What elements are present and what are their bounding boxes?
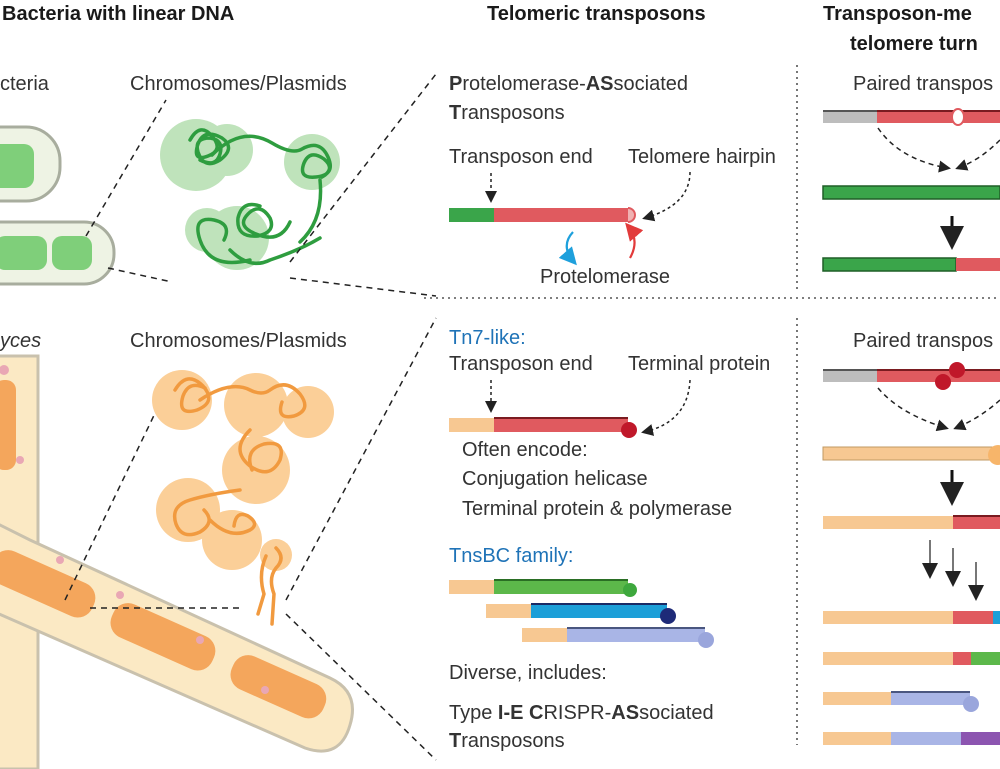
right-bottom-tan-bar [822, 445, 1000, 465]
right-bottom-bar-5 [823, 732, 1000, 745]
streptomyces-hyphae [0, 354, 354, 769]
right-bottom-bar-1 [823, 515, 1000, 529]
tnsbc-title: TnsBC family: [449, 545, 573, 567]
protelomerase-arrow-blue [558, 231, 577, 266]
middle-panel-heading: Telomeric transposons [487, 3, 706, 25]
bacteria-label: cteria [0, 73, 50, 95]
telomere-hairpin-arrow [642, 171, 691, 222]
paired-transposons-top-label: Paired transpos [853, 73, 993, 95]
connector-bottom-b [285, 613, 437, 761]
streptomyces-label: yces [0, 330, 41, 352]
type-ie-line2: Transposons [449, 730, 565, 752]
right-top-paired-bar [823, 108, 1000, 126]
often-encode-label: Often encode: [462, 439, 588, 461]
encode-item-1: Conjugation helicase [462, 468, 648, 490]
streptomyces-chromosomes-label: Chromosomes/Plasmids [130, 330, 347, 352]
terminal-protein-label: Terminal protein [628, 353, 770, 375]
pat-title-line1: Protelomerase-ASsociated [449, 73, 688, 95]
encode-item-2: Terminal protein & polymerase [462, 498, 732, 520]
left-panel-heading: Bacteria with linear DNA [2, 3, 234, 25]
protelomerase-label: Protelomerase [540, 266, 670, 288]
zoom-line-top-2 [64, 377, 173, 601]
right-bottom-bar-4 [823, 691, 979, 712]
right-panel-heading-line2: telomere turn [850, 33, 978, 55]
orange-chromosome [152, 370, 334, 626]
pat-transposon-bar [449, 207, 636, 223]
insertion-arrows [922, 540, 984, 601]
type-ie-line1: Type I-E CRISPR-ASsociated [449, 702, 714, 724]
right-top-merge-arrow-right [955, 139, 1000, 171]
right-bottom-bar-2 [823, 611, 1000, 624]
right-panel-heading-line1: Transposon-me [823, 3, 972, 25]
right-top-merge-arrow-left [877, 127, 951, 173]
terminal-protein-arrow [641, 379, 691, 436]
tnsbc-bars [449, 579, 714, 648]
paired-transposons-bottom-label: Paired transpos [853, 330, 993, 352]
telomere-hairpin-label: Telomere hairpin [628, 146, 776, 168]
right-bottom-merge-arrow-right [953, 399, 1000, 431]
zoom-line-bottom [107, 267, 173, 283]
right-bottom-paired-bar [823, 362, 1000, 390]
right-bottom-merge-arrow-left [877, 387, 949, 432]
transposon-end-label: Transposon end [449, 146, 593, 168]
zoom-line-top [85, 99, 167, 237]
connector-bottom-a [285, 317, 437, 601]
tn7-title: Tn7-like: [449, 327, 526, 349]
connector-top-b [289, 277, 437, 297]
tn7-transposon-bar [449, 417, 637, 438]
green-chromosome [160, 119, 340, 270]
protelomerase-arrow-red [625, 222, 644, 259]
diverse-label: Diverse, includes: [449, 662, 607, 684]
right-top-result-bar [822, 257, 1000, 272]
bacteria-chromosomes-label: Chromosomes/Plasmids [130, 73, 347, 95]
right-top-green-bar [822, 185, 1000, 200]
bacteria-cells [0, 125, 116, 286]
right-bottom-bar-3 [823, 652, 1000, 665]
tn7-transposon-end-label: Transposon end [449, 353, 593, 375]
pat-title-line2: Transposons [449, 102, 565, 124]
connector-top-a [289, 73, 437, 263]
